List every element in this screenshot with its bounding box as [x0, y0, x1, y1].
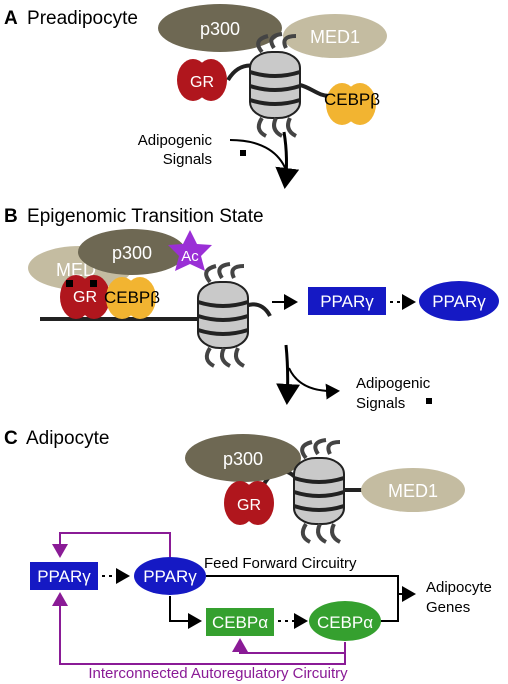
cebpb-dimer — [326, 83, 376, 125]
panel-a: A Preadipocyte p300 MED1 GR CEBPβ — [4, 4, 387, 189]
cebpa-gene — [206, 608, 274, 636]
p300-protein — [158, 4, 282, 52]
gr-label-c: GR — [237, 497, 261, 514]
signals-a-line1: Adipogenic — [138, 132, 213, 149]
pparg-autoregulation-loop — [52, 532, 171, 558]
p300-label-b: p300 — [112, 243, 152, 263]
signal-output-curve — [288, 367, 340, 400]
signal-input-curve — [229, 139, 287, 171]
signals-b-line2: Signals — [356, 395, 405, 412]
pparg-protein-label-c: PPARγ — [143, 567, 197, 586]
signal-molecule — [240, 150, 246, 156]
gr-dimer — [177, 59, 227, 101]
pparg-protein-b — [419, 281, 499, 321]
pparg-gene-label-c: PPARγ — [37, 567, 91, 586]
ac-label: Ac — [181, 248, 199, 265]
nucleosome-c — [293, 438, 345, 544]
panel-b-label: B Epigenomic Transition State — [4, 206, 264, 227]
feed-forward-line — [206, 575, 399, 594]
panel-c-label: C Adipocyte — [4, 428, 109, 449]
p300-protein-c — [185, 434, 301, 482]
pparg-to-cebpa-arrow — [169, 596, 202, 629]
cebpb-label: CEBPβ — [324, 90, 380, 109]
pparg-gene-label-b: PPARγ — [320, 292, 374, 311]
signals-b-line1: Adipogenic — [356, 375, 431, 392]
panel-b: B Epigenomic Transition State MED GR p30… — [4, 206, 499, 412]
feed-forward-label: Feed Forward Circuitry — [204, 555, 357, 572]
p300-label: p300 — [200, 19, 240, 39]
cebpa-gene-label: CEBPα — [212, 613, 268, 632]
transition-arrow-ab — [275, 131, 300, 189]
acetyl-star — [168, 230, 212, 271]
med1-protein-c — [361, 468, 465, 512]
pparg-protein-label-b: PPARγ — [432, 292, 486, 311]
med1-label: MED1 — [310, 27, 360, 47]
p300-protein-b — [78, 229, 186, 275]
cebpa-to-pparg-loop — [52, 592, 346, 665]
cebpa-autoregulation-loop — [232, 638, 346, 654]
med-partial-label: MED — [56, 260, 96, 280]
p300-label-c: p300 — [223, 449, 263, 469]
adipocyte-genes-line2: Genes — [426, 599, 470, 616]
gr-label-b: GR — [73, 289, 97, 306]
signal-molecule-b — [426, 398, 432, 404]
gr-dimer-c — [224, 481, 274, 525]
nucleosome — [249, 32, 301, 138]
pparg-gene-b — [308, 287, 386, 315]
med1-protein — [283, 14, 387, 58]
gr-dimer-b — [60, 275, 110, 319]
cebpa-protein-label: CEBPα — [317, 613, 373, 632]
pparg-gene-c — [30, 562, 98, 590]
cebpb-label-b: CEBPβ — [104, 288, 160, 307]
adipocyte-genes-line1: Adipocyte — [426, 579, 492, 596]
transition-arrow-bc — [276, 344, 301, 405]
signals-a-line2: Signals — [163, 151, 212, 168]
pparg-protein-c — [134, 557, 206, 595]
gr-label: GR — [190, 74, 214, 91]
autoregulatory-label: Interconnected Autoregulatory Circuitry — [88, 665, 348, 682]
cebpa-output-line — [381, 594, 399, 622]
nucleosome-b — [197, 262, 249, 368]
med1-label-c: MED1 — [388, 481, 438, 501]
panel-c: C Adipocyte p300 GR MED1 PPARγ — [4, 428, 492, 682]
cebpb-dimer-b — [106, 277, 156, 319]
panel-a-label: A Preadipocyte — [4, 8, 138, 29]
cebpa-protein — [309, 601, 381, 641]
